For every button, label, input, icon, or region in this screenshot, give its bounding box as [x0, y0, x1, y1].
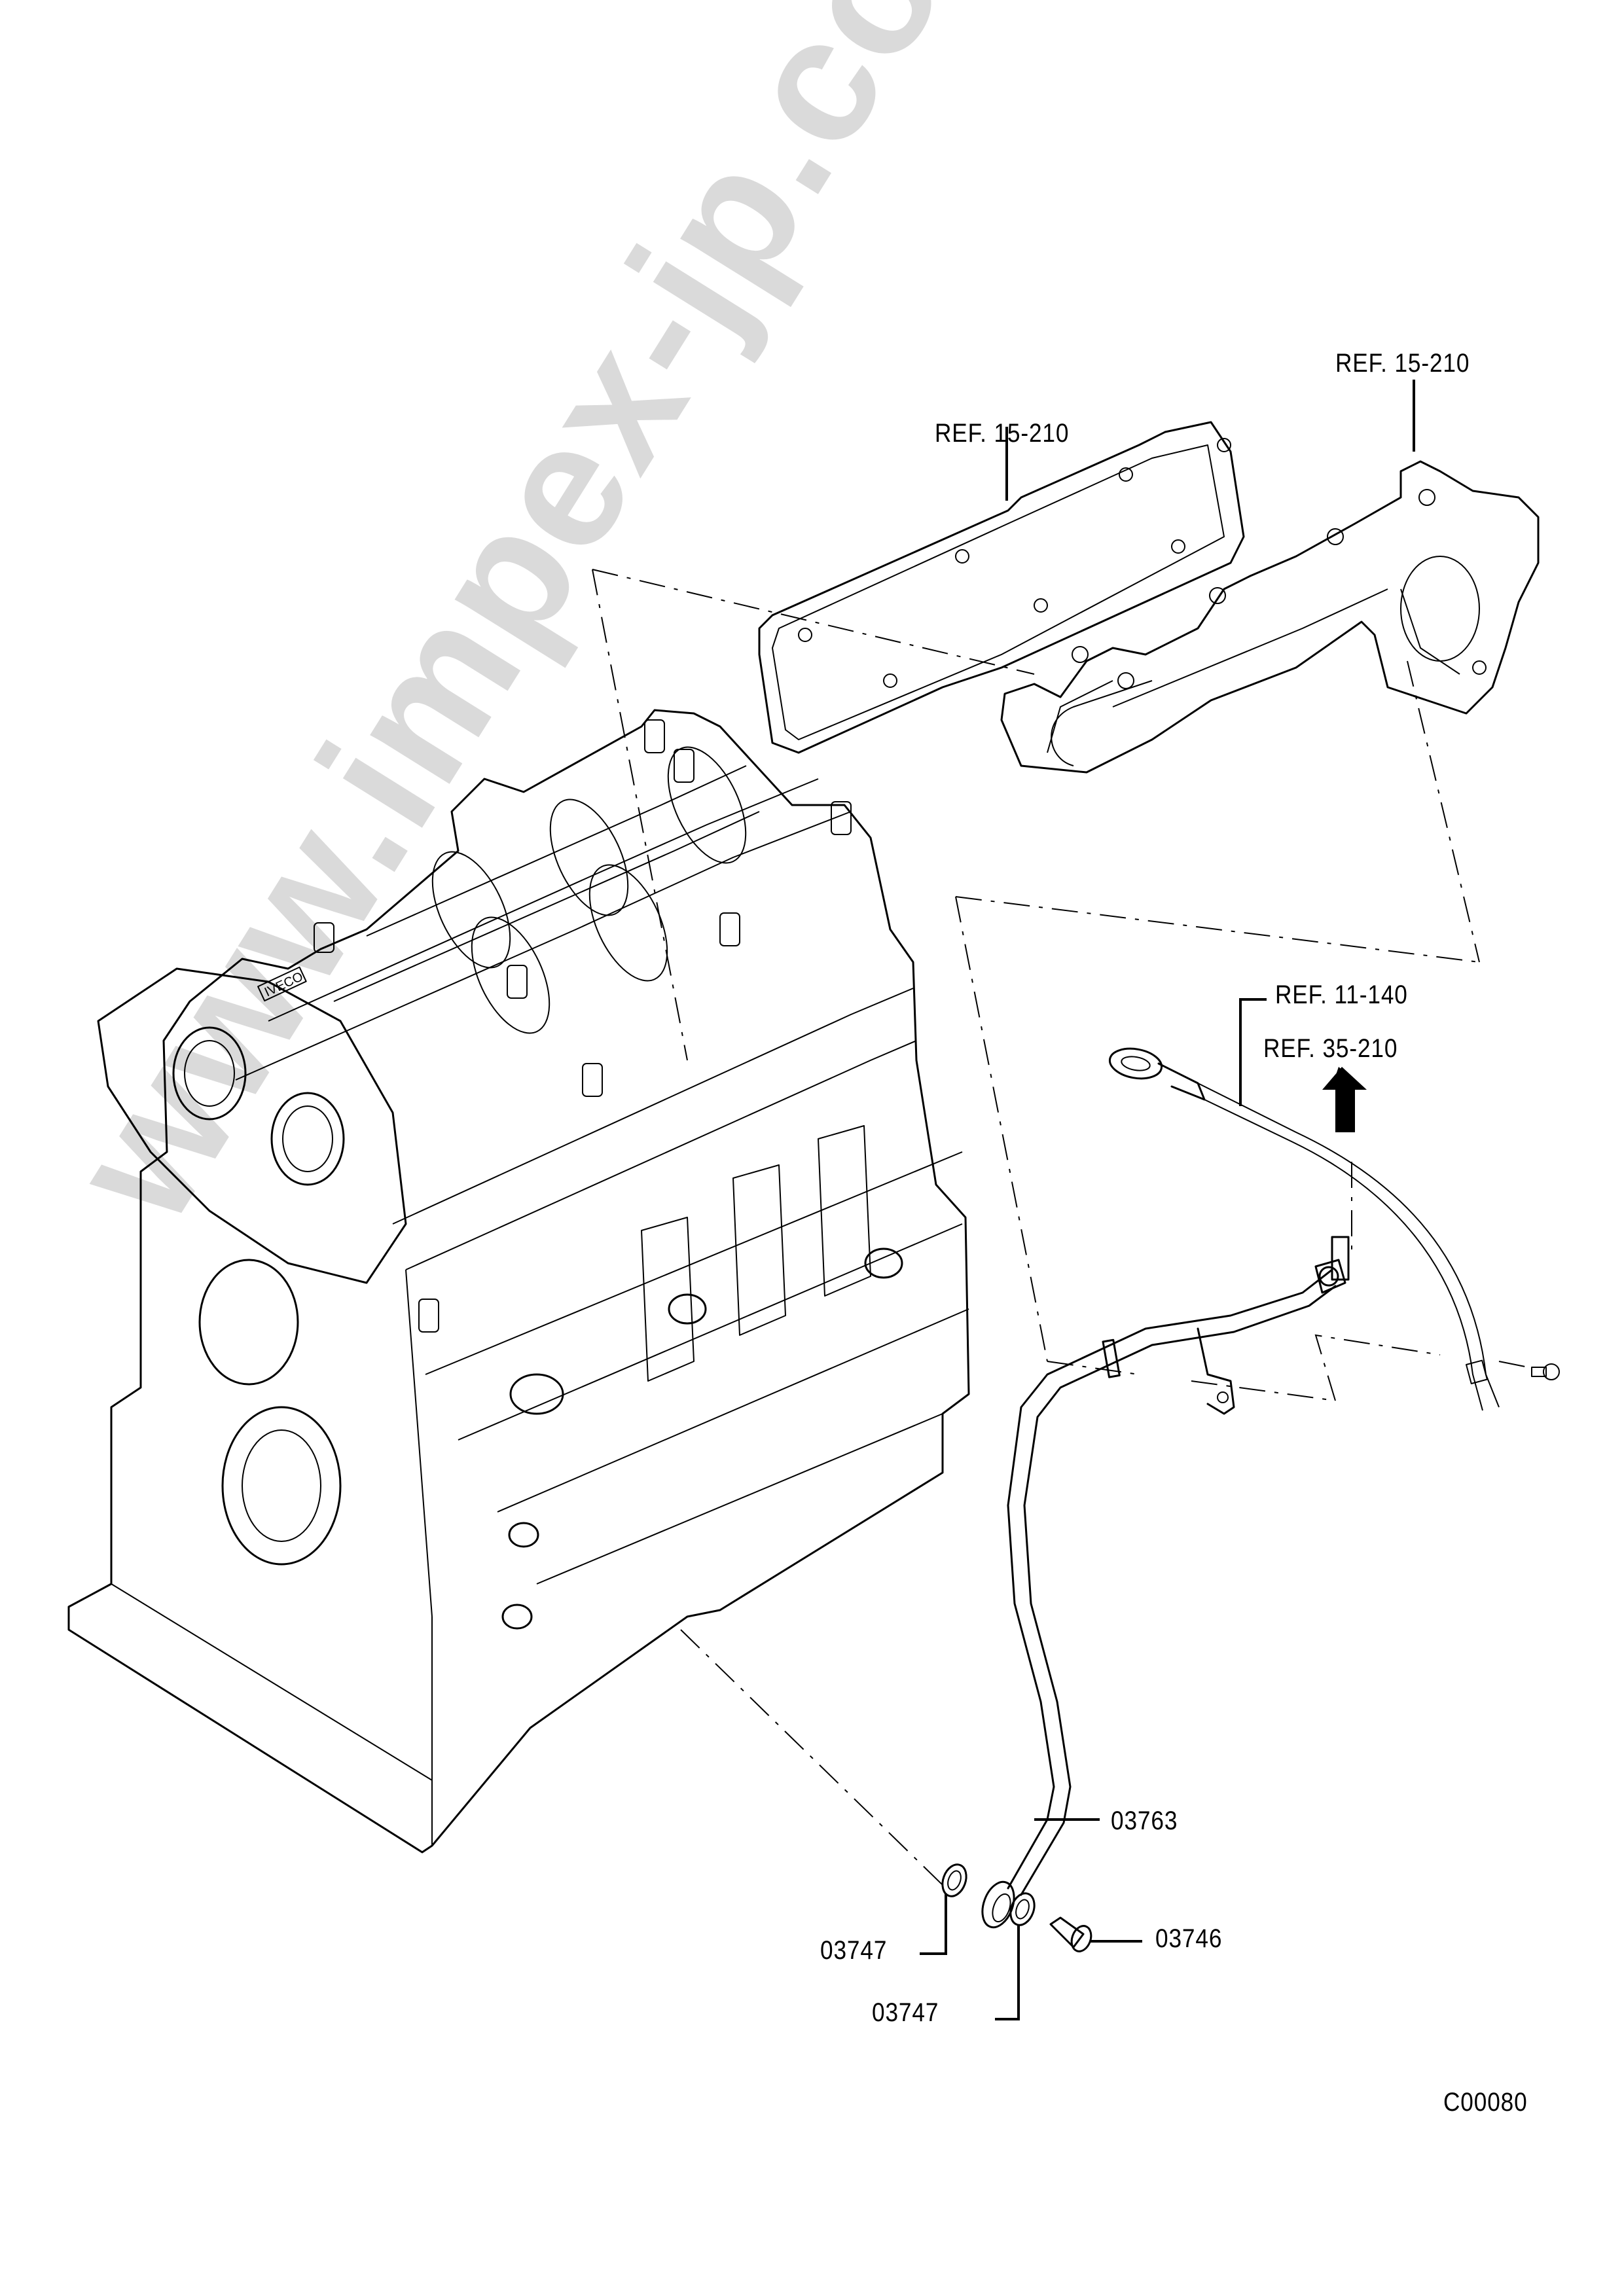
ref-label-dipstick: REF. 11-140: [1275, 980, 1408, 1009]
part-number-washer-2: 03747: [872, 1998, 939, 2027]
part-number-pipe: 03763: [1111, 1806, 1178, 1835]
ref-label-gasket: REF. 15-210: [935, 419, 1070, 448]
intake-manifold: [1000, 460, 1540, 774]
ref-label-arrow: REF. 35-210: [1263, 1034, 1398, 1063]
diagram-code: C00080: [1443, 2088, 1528, 2117]
oil-dipstick: [1108, 1047, 1560, 1411]
alignment-lines: [592, 569, 1532, 1886]
part-number-bolt: 03746: [1155, 1924, 1223, 1953]
manifold-gasket: [758, 421, 1245, 754]
leader-lines: [920, 380, 1415, 2020]
direction-arrow: [1322, 1067, 1367, 1132]
ref-label-manifold: REF. 15-210: [1335, 349, 1470, 378]
engine-block: IVECO: [67, 709, 970, 1854]
washer-2: [1009, 1892, 1036, 1926]
banjo-bolt: [1049, 1916, 1092, 1952]
part-number-washer-1: 03747: [820, 1936, 888, 1965]
washer-1: [941, 1863, 967, 1897]
